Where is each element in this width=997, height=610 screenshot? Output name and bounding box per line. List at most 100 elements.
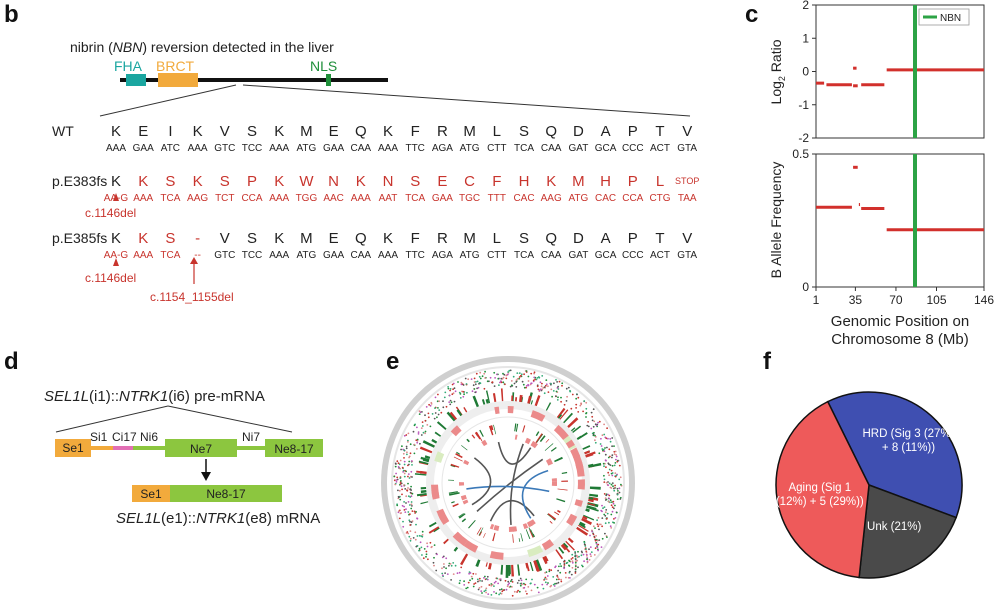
- codon: CAC: [595, 193, 616, 204]
- circos-point: [476, 578, 479, 581]
- amino-acid: F: [411, 123, 420, 140]
- circos-point: [536, 385, 539, 388]
- circos-arc: [481, 439, 488, 447]
- circos-point: [426, 542, 428, 545]
- circos-point: [586, 424, 589, 427]
- circos-arc: [589, 493, 599, 498]
- amino-acid: S: [519, 123, 529, 140]
- circos-point: [596, 539, 599, 542]
- circos-point: [613, 518, 615, 520]
- amino-acid: H: [600, 173, 611, 190]
- circos-point: [449, 403, 452, 406]
- circos-point: [477, 588, 480, 591]
- circos-point: [434, 396, 437, 399]
- circos-point: [458, 582, 461, 585]
- circos-point: [526, 592, 528, 595]
- circos-point: [538, 389, 541, 392]
- panel-b-nbn-reversion: b nibrin (NBN) reversion detected in the…: [4, 1, 699, 304]
- pie-slice: [826, 391, 963, 519]
- row-label: p.E385fs: [52, 230, 107, 246]
- circos-point: [401, 445, 403, 448]
- circos-arc: [475, 559, 481, 567]
- circos-point: [619, 476, 622, 479]
- circos-point: [530, 582, 532, 585]
- circos-point: [598, 452, 601, 455]
- circos-point: [565, 576, 567, 579]
- circos-point: [418, 534, 421, 537]
- circos-arc: [522, 523, 529, 530]
- circos-point: [445, 567, 447, 570]
- circos-point: [399, 498, 402, 501]
- deletion-annotation-1: c.1146del: [85, 206, 136, 220]
- circos-arc: [460, 494, 467, 501]
- circos-point: [607, 500, 610, 503]
- deletion-annotation-2: c.1146del: [85, 271, 136, 285]
- circos-point: [610, 469, 613, 472]
- circos-point: [395, 481, 398, 483]
- circos-arc: [448, 479, 454, 481]
- circos-arc: [562, 543, 571, 553]
- circos-point: [476, 380, 479, 383]
- circos-arc: [554, 456, 563, 463]
- se1-mrna-exon: [132, 485, 170, 502]
- si1-intron: [91, 446, 113, 450]
- circos-point: [590, 551, 593, 553]
- codon: TGC: [459, 193, 480, 204]
- circos-point: [493, 581, 496, 584]
- circos-point: [605, 509, 608, 511]
- circos-point: [585, 401, 588, 404]
- circos-point: [597, 549, 599, 552]
- circos-point: [561, 382, 564, 385]
- circos-point: [543, 386, 546, 388]
- nls-domain-label: NLS: [310, 58, 337, 74]
- circos-point: [541, 388, 544, 391]
- circos-arc: [558, 546, 565, 554]
- circos-point: [418, 547, 421, 550]
- circos-point: [558, 380, 561, 383]
- circos-point: [559, 571, 562, 574]
- circos-arc: [494, 406, 500, 415]
- circos-point: [586, 554, 588, 557]
- amino-acid: K: [274, 230, 284, 247]
- circos-point: [583, 400, 586, 402]
- panel-label-f: f: [763, 348, 772, 375]
- circos-point: [421, 554, 423, 556]
- circos-point: [408, 463, 410, 466]
- circos-point: [571, 553, 574, 556]
- circos-point: [418, 410, 421, 413]
- codon: TCC: [242, 250, 263, 261]
- circos-arc: [416, 493, 427, 497]
- circos-arc: [472, 395, 479, 408]
- circos-point: [519, 577, 522, 580]
- circos-point: [502, 376, 505, 379]
- circos-point: [483, 387, 486, 390]
- codon: GTA: [677, 250, 697, 261]
- circos-point: [574, 572, 577, 574]
- circos-point: [539, 381, 542, 384]
- circos-point: [473, 377, 476, 380]
- circos-link: [471, 457, 492, 506]
- circos-arc: [450, 425, 462, 437]
- brct-domain-box: [158, 73, 198, 87]
- circos-point: [566, 561, 569, 564]
- circos-point: [406, 531, 409, 533]
- circos-point: [552, 390, 555, 392]
- circos-arc: [588, 497, 594, 500]
- circos-arc: [458, 482, 465, 486]
- circos-point: [599, 523, 602, 526]
- circos-point: [611, 464, 614, 467]
- circos-point: [402, 525, 405, 528]
- circos-point: [611, 506, 614, 509]
- codon: AAT: [379, 193, 398, 204]
- signature-pie-chart: HRD (Sig 3 (27%)+ 8 (11%))Unk (21%)Aging…: [775, 391, 963, 579]
- circos-arc: [585, 454, 594, 458]
- circos-point: [603, 474, 605, 477]
- circos-point: [571, 557, 574, 559]
- circos-point: [402, 469, 405, 472]
- circos-point: [512, 375, 515, 378]
- pie-slice-label: Unk (21%): [867, 521, 921, 533]
- amino-acid: -: [195, 230, 200, 247]
- circos-arc: [431, 484, 440, 498]
- codon: CAA: [541, 250, 562, 261]
- circos-arc: [461, 518, 467, 523]
